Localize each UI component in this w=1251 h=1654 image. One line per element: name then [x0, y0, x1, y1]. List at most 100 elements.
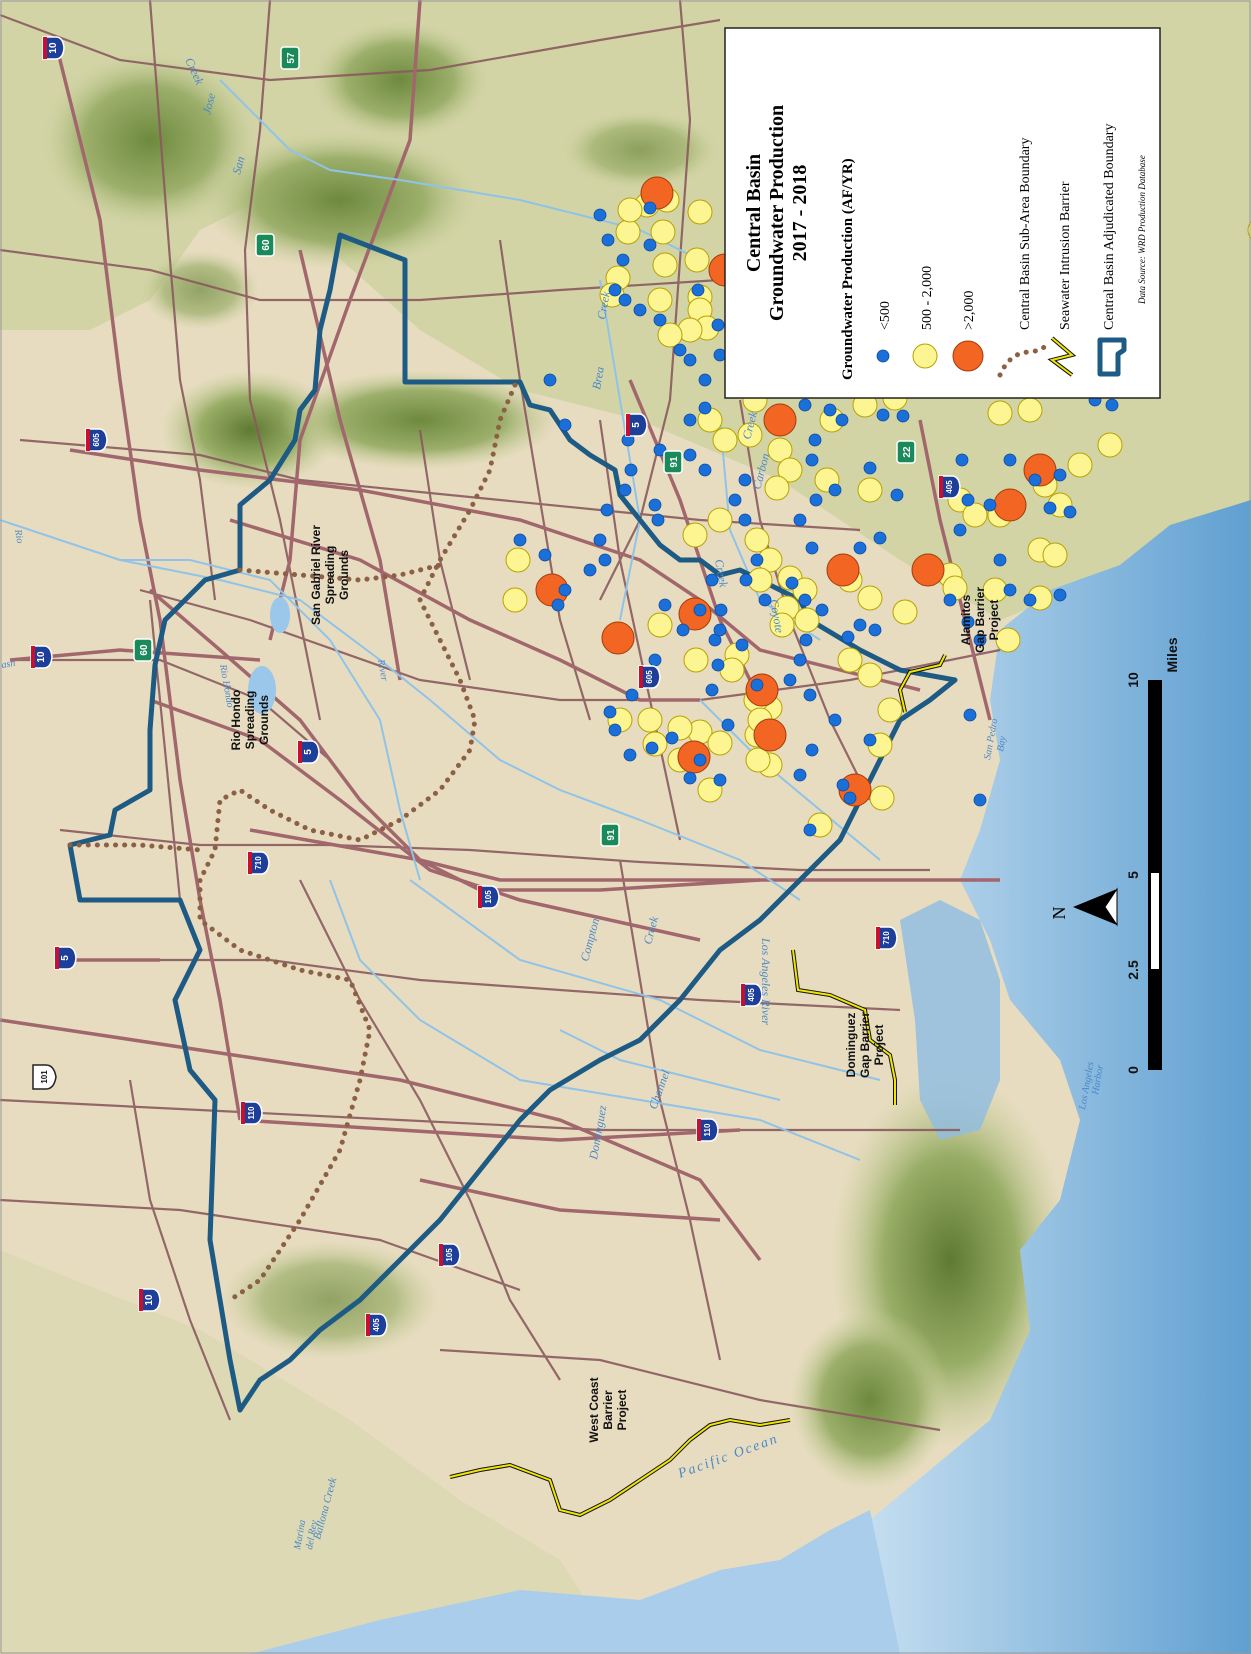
well-small-135 [1105, 398, 1119, 412]
well-medium-21 [777, 457, 803, 483]
river-small-label: River [375, 658, 390, 682]
well-small-141 [963, 708, 977, 722]
ocean-southwest [250, 1510, 900, 1654]
west-coast-label-2: Barrier [601, 1390, 615, 1430]
well-medium-6 [684, 247, 710, 273]
well-small-99 [783, 673, 797, 687]
highway-shield-5-15: 5 [54, 946, 77, 970]
well-small-147 [583, 563, 597, 577]
well-small-113 [693, 753, 707, 767]
scale-unit: Miles [1164, 637, 1180, 672]
highway-shield-label: 5 [631, 422, 642, 428]
well-small-122 [676, 623, 690, 637]
well-medium-116 [615, 219, 641, 245]
dominguez-barrier-label-3: Project [872, 1025, 886, 1066]
well-small-26 [601, 233, 615, 247]
scale-bar: 0 2.5 5 10 Miles [1125, 637, 1180, 1074]
well-small-102 [863, 733, 877, 747]
highway-shield-710-12: 710 [247, 851, 270, 875]
highway-shield-label: 405 [945, 480, 954, 494]
sub-area-boundaries [67, 382, 518, 1303]
highway-shield-label: 5 [303, 749, 314, 755]
well-medium-44 [837, 647, 863, 673]
well-small-124 [714, 603, 728, 617]
well-small-95 [841, 630, 855, 644]
rio-hondo-spreading-grounds [248, 666, 276, 714]
highway-shield-22-6: 22 [896, 440, 916, 464]
highway-shield-label: 57 [286, 52, 297, 64]
alamitos-label-2: Gap Barrier [973, 587, 987, 653]
well-small-16 [728, 493, 742, 507]
well-medium-71 [1067, 452, 1093, 478]
well-large-10 [993, 488, 1027, 522]
well-small-97 [735, 638, 749, 652]
legend-title-1: Central Basin [743, 154, 765, 272]
well-medium-113 [657, 322, 683, 348]
legend: Central Basin Groundwater Production 201… [724, 27, 1161, 399]
well-small-56 [793, 653, 807, 667]
well-small-2 [558, 418, 572, 432]
well-small-109 [608, 723, 622, 737]
highway-shield-605-11: 605 [638, 665, 661, 689]
well-small-46 [835, 413, 849, 427]
well-medium-74 [1017, 397, 1043, 423]
well-small-87 [1028, 473, 1042, 487]
well-medium-4 [687, 199, 713, 225]
well-small-19 [683, 353, 697, 367]
west-coast-label-1: West Coast [587, 1377, 601, 1442]
san-pedro-bay-label-2: Bay [995, 735, 1009, 753]
well-medium-18 [712, 427, 738, 453]
highway-shield-405-23: 405 [365, 1313, 388, 1337]
highway-shield-label: 60 [261, 239, 272, 251]
well-small-148 [598, 553, 612, 567]
well-small-11 [683, 448, 697, 462]
legend-label-subarea: Central Basin Sub-Area Boundary [1018, 138, 1033, 330]
well-medium-1 [502, 587, 528, 613]
well-small-58 [873, 531, 887, 545]
north-arrow: N [1049, 887, 1118, 927]
well-small-116 [721, 718, 735, 732]
well-small-94 [868, 623, 882, 637]
well-small-108 [603, 705, 617, 719]
highway-shield-5-4: 5 [625, 413, 648, 437]
well-medium-68 [1042, 542, 1068, 568]
well-small-14 [698, 463, 712, 477]
well-medium-17 [737, 422, 763, 448]
well-small-48 [809, 493, 823, 507]
well-medium-115 [652, 252, 678, 278]
well-small-49 [793, 513, 807, 527]
well-small-17 [738, 513, 752, 527]
well-small-12 [683, 413, 697, 427]
well-small-30 [691, 283, 705, 297]
highway-shield-label: 605 [645, 670, 654, 684]
highway-shield-label: 10 [36, 651, 47, 663]
highway-shield-label: 105 [484, 890, 493, 904]
highway-shield-91-13: 91 [600, 823, 620, 847]
scale-tick-0: 0 [1125, 1066, 1141, 1074]
well-small-84 [961, 493, 975, 507]
well-small-118 [711, 658, 725, 672]
coastal-tint [0, 1250, 620, 1654]
well-small-91 [1003, 583, 1017, 597]
well-large-7 [763, 403, 797, 437]
well-small-29 [643, 238, 657, 252]
well-small-10 [653, 443, 667, 457]
highway-shield-label: 60 [139, 644, 150, 656]
highway-shield-91-5: 91 [663, 450, 683, 474]
highway-shield-57-1: 57 [280, 46, 300, 70]
legend-symbol-boundary [1097, 337, 1127, 377]
well-small-85 [983, 498, 997, 512]
well-small-23 [618, 293, 632, 307]
well-small-89 [1063, 505, 1077, 519]
well-small-54 [815, 603, 829, 617]
san-jose-label-1: San [229, 155, 247, 176]
legend-symbol-subarea [997, 339, 1051, 378]
san-gabriel-label-3: Grounds [337, 550, 351, 600]
well-small-9 [651, 513, 665, 527]
legend-symbol-large [952, 340, 984, 372]
highway-shield-105-14: 105 [477, 885, 500, 909]
well-small-145 [551, 598, 565, 612]
legend-source: Data Source: WRD Production Database [1137, 155, 1147, 305]
rio-hondo-label-3: Grounds [257, 695, 271, 745]
well-small-126 [739, 573, 753, 587]
